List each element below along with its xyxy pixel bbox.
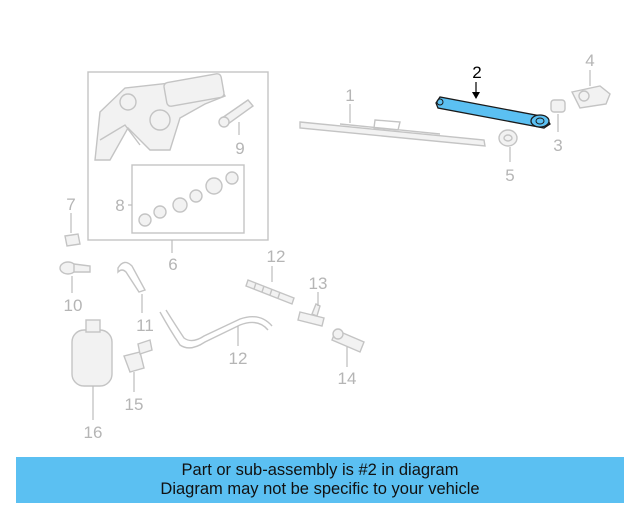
label-part-15: 15: [125, 395, 144, 414]
wiper-arm[interactable]: [435, 96, 551, 129]
wiper-motor-assembly[interactable]: [87, 71, 269, 241]
label-part-7: 7: [66, 195, 75, 214]
label-part-2: 2: [472, 63, 481, 82]
check-valve[interactable]: [331, 328, 365, 353]
label-part-14: 14: [338, 369, 357, 388]
label-part-12-lower: 12: [229, 349, 248, 368]
motor-pivot-pin[interactable]: [218, 99, 255, 128]
part-info-banner: Part or sub-assembly is #2 in diagram Di…: [16, 457, 624, 503]
washer-hose-corrugated[interactable]: [245, 279, 295, 305]
label-part-8: 8: [115, 196, 124, 215]
washer-reservoir[interactable]: [71, 319, 113, 387]
hose-clip[interactable]: [64, 233, 81, 247]
label-part-1: 1: [345, 86, 354, 105]
wiper-blade[interactable]: [299, 119, 486, 147]
pivot-seal[interactable]: [498, 129, 518, 147]
label-part-10: 10: [64, 296, 83, 315]
label-part-6: 6: [168, 255, 177, 274]
banner-line-disclaimer: Diagram may not be specific to your vehi…: [160, 480, 480, 498]
washer-nozzle[interactable]: [59, 261, 91, 275]
banner-line-part: Part or sub-assembly is #2 in diagram: [181, 461, 459, 479]
label-part-4: 4: [585, 51, 594, 70]
washer-hose[interactable]: [117, 261, 147, 293]
label-part-13: 13: [309, 274, 328, 293]
washer-hose-long[interactable]: [159, 309, 273, 349]
label-part-9: 9: [235, 139, 244, 158]
grommet-set[interactable]: [131, 164, 245, 234]
label-part-11: 11: [136, 316, 154, 335]
label-part-16: 16: [84, 423, 103, 442]
pivot-cap[interactable]: [570, 85, 611, 109]
label-part-12-upper: 12: [267, 247, 286, 266]
hose-connector[interactable]: [297, 303, 325, 327]
parts-diagram: 1 2 3 4 5 6 7 8 9 10 11 12 12 13 14 15 1…: [59, 51, 611, 442]
arm-retaining-nut[interactable]: [550, 99, 566, 113]
washer-pump[interactable]: [123, 339, 153, 373]
label-part-3: 3: [553, 136, 562, 155]
label-part-5: 5: [505, 166, 514, 185]
